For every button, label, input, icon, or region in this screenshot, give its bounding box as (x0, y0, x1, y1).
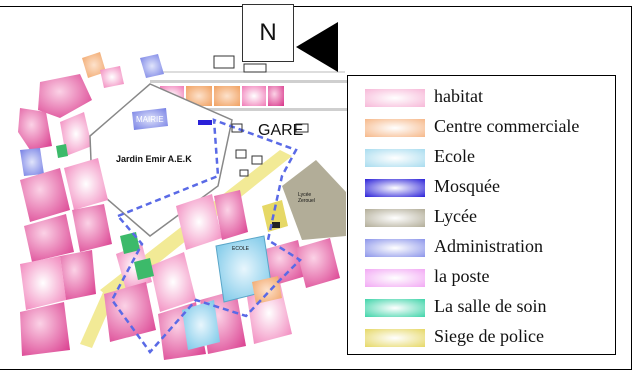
small-facilities (56, 120, 288, 280)
legend-item-administration: Administration (348, 232, 615, 262)
legend-label: Administration (434, 236, 543, 256)
legend-swatch (365, 299, 425, 317)
housing-blocks-northwest (18, 52, 164, 176)
garden-label: Jardin Emir A.E.K (116, 154, 192, 164)
station-buildings (213, 55, 309, 177)
legend-swatch (365, 239, 425, 257)
legend-item-lycee: Lycée (348, 202, 615, 232)
legend-item-school: Ecole (348, 142, 615, 172)
legend-label: Siege de police (434, 326, 544, 346)
legend-swatch (365, 119, 425, 137)
school-block (182, 235, 282, 350)
north-arrow-icon (296, 22, 338, 72)
legend-item-commercial-center: Centre commerciale (348, 112, 615, 142)
legend-label: Ecole (434, 146, 475, 166)
legend-swatch (365, 149, 425, 167)
north-label: N (259, 19, 277, 46)
frame-bottom-line (0, 369, 632, 370)
housing-blocks-southwest (20, 158, 206, 360)
legend-label: La salle de soin (434, 296, 547, 316)
legend-item-post-office: la poste (348, 262, 615, 292)
north-indicator: N (242, 4, 294, 62)
housing-blocks-southeast (176, 190, 340, 354)
legend-label: Mosquée (434, 176, 500, 196)
legend-item-police: Siege de police (348, 322, 615, 352)
lycee-label: Lycée Zerouel (298, 192, 315, 204)
legend-label: Centre commerciale (434, 116, 580, 136)
lycee-block (282, 160, 346, 240)
legend-swatch (365, 329, 425, 347)
town-hall-label: MAIRIE (136, 115, 164, 124)
legend-item-mosque: Mosquée (348, 172, 615, 202)
station-label: GARE (258, 122, 304, 139)
garden-area (89, 83, 233, 237)
legend-swatch (365, 89, 425, 107)
school-label: ECOLE (232, 246, 249, 252)
frame-top-line (0, 6, 632, 7)
legend-label: habitat (434, 86, 483, 106)
legend-swatch (365, 209, 425, 227)
legend-label: Lycée (434, 206, 477, 226)
legend-item-care-room: La salle de soin (348, 292, 615, 322)
legend-swatch (365, 179, 425, 197)
legend-item-habitat: habitat (348, 82, 615, 112)
map-legend: habitat Centre commerciale Ecole Mosquée… (347, 75, 616, 355)
legend-label: la poste (434, 266, 490, 286)
legend-swatch (365, 269, 425, 287)
